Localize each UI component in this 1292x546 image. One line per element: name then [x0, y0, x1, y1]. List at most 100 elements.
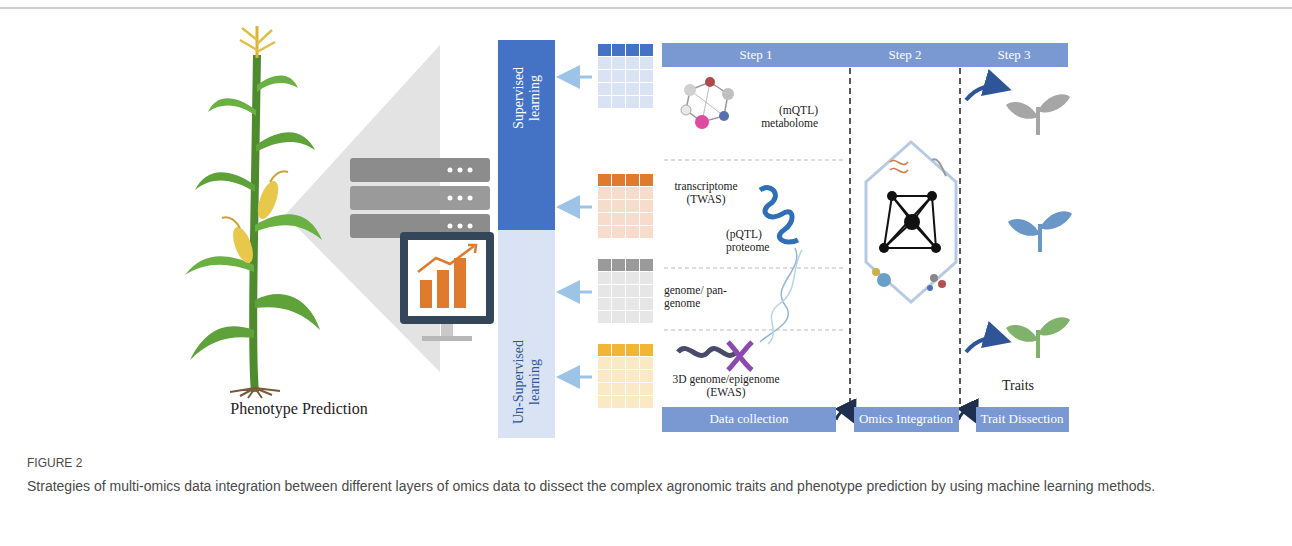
table-cell: [640, 396, 653, 408]
table-cell: [640, 57, 653, 69]
box-label: Trait Dissection: [981, 412, 1064, 427]
table-cell: [640, 70, 653, 82]
table-cell: [612, 344, 625, 356]
stage-box: Data collection: [662, 407, 836, 432]
table-cell: [612, 174, 625, 186]
table-cell: [640, 83, 653, 95]
omics-network: [866, 142, 956, 302]
table-cell: [626, 259, 639, 271]
table-cell: [612, 285, 625, 297]
table-cell: [598, 344, 611, 356]
box-label: Omics Integration: [859, 412, 953, 427]
table-cell: [612, 383, 625, 395]
table-cell: [626, 174, 639, 186]
server-icon: [350, 158, 490, 238]
table-cell: [626, 311, 639, 323]
table-cell: [640, 311, 653, 323]
table-cell: [640, 383, 653, 395]
table-cell: [626, 285, 639, 297]
omics-label: 3D genome/epigenome (EWAS): [664, 373, 788, 399]
table-cell: [598, 298, 611, 310]
table-cell: [626, 44, 639, 56]
table-cell: [598, 200, 611, 212]
table-cell: [612, 226, 625, 238]
flow-arrow: [836, 411, 854, 420]
table-cell: [640, 370, 653, 382]
stage-box: Trait Dissection: [976, 407, 1069, 432]
table-cell: [612, 96, 625, 108]
table-cell: [640, 96, 653, 108]
chromatin-icon: [678, 342, 752, 370]
table-cell: [612, 83, 625, 95]
step-header: Step 1: [662, 43, 850, 67]
table-cell: [626, 96, 639, 108]
table-cell: [640, 200, 653, 212]
table-cell: [626, 298, 639, 310]
table-cell: [612, 298, 625, 310]
table-cell: [640, 357, 653, 369]
omics-label: genome/ pan-genome: [664, 284, 728, 310]
box-label: Data collection: [709, 412, 788, 427]
omics-label: transcriptome (TWAS): [664, 180, 748, 206]
table-cell: [598, 383, 611, 395]
omics-label: (mQTL) metabolome: [744, 104, 818, 130]
traits-label: Traits: [986, 378, 1050, 394]
table-cell: [626, 344, 639, 356]
protein-icon: [760, 188, 798, 242]
table-cell: [598, 226, 611, 238]
stage-box: Omics Integration: [854, 407, 959, 432]
table-cell: [626, 357, 639, 369]
step-header: Step 3: [960, 43, 1068, 67]
caption-label: Phenotype Prediction: [196, 400, 402, 418]
table-cell: [612, 259, 625, 271]
table-cell: [626, 83, 639, 95]
table-cell: [640, 174, 653, 186]
table-cell: [598, 57, 611, 69]
box-label: Step 3: [998, 48, 1031, 63]
maize-plant: [185, 26, 322, 398]
figure-caption: Strategies of multi-omics data integrati…: [27, 476, 1262, 496]
flow-arrow: [959, 411, 976, 420]
table-cell: [626, 396, 639, 408]
table-cell: [626, 272, 639, 284]
table-cell: [626, 226, 639, 238]
table-cell: [612, 187, 625, 199]
table-cell: [626, 383, 639, 395]
table-cell: [640, 298, 653, 310]
learning-band: Supervised learning: [498, 40, 555, 230]
box-label: Step 1: [740, 48, 773, 63]
table-cell: [612, 370, 625, 382]
table-cell: [626, 370, 639, 382]
table-cell: [598, 311, 611, 323]
table-cell: [640, 272, 653, 284]
table-cell: [598, 96, 611, 108]
figure-title: FIGURE 2: [27, 456, 82, 470]
dna-strand: [760, 248, 802, 344]
table-cell: [626, 57, 639, 69]
band-label: Supervised learning: [510, 46, 542, 150]
table-cell: [598, 370, 611, 382]
table-cell: [626, 187, 639, 199]
table-cell: [598, 44, 611, 56]
table-cell: [598, 259, 611, 271]
table-cell: [626, 70, 639, 82]
omics-label: (pQTL) proteome: [726, 228, 780, 254]
table-cell: [598, 285, 611, 297]
box-label: Step 2: [889, 48, 922, 63]
table-cell: [612, 311, 625, 323]
table-cell: [612, 57, 625, 69]
table-cell: [612, 200, 625, 212]
table-cell: [612, 44, 625, 56]
table-cell: [612, 396, 625, 408]
table-cell: [598, 187, 611, 199]
molecule-icon: [681, 77, 734, 129]
table-cell: [640, 213, 653, 225]
monitor-icon: [400, 232, 494, 341]
table-cell: [626, 213, 639, 225]
table-cell: [640, 187, 653, 199]
table-cell: [598, 83, 611, 95]
table-cell: [640, 44, 653, 56]
table-cell: [612, 357, 625, 369]
table-cell: [640, 285, 653, 297]
